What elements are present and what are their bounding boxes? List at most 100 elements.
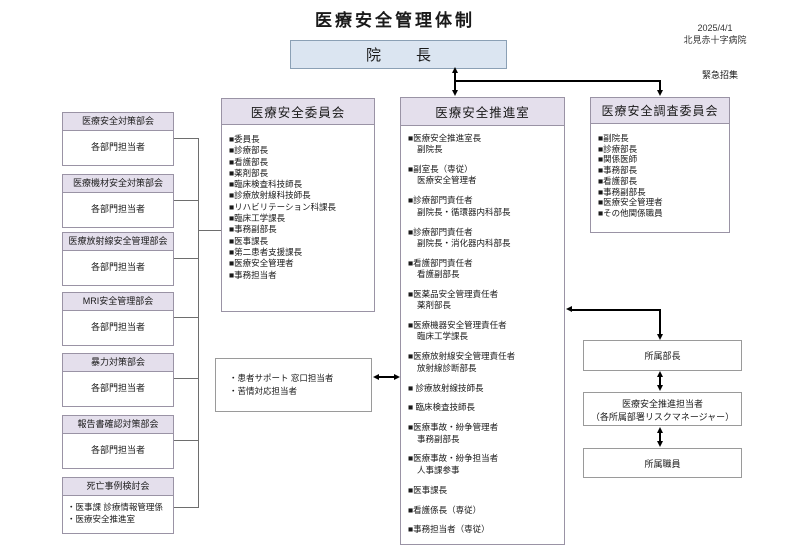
office-item: ■ 臨床検査技師長 bbox=[408, 402, 475, 413]
member-row: ■臨床検査科技師長 bbox=[229, 179, 303, 190]
arrowhead-down-dept-head bbox=[656, 334, 663, 340]
subcommittee-title: MRI安全管理部会 bbox=[62, 292, 174, 311]
member-line: ・医事課 診療情報管理係 bbox=[67, 502, 163, 512]
subcommittee-box-safety: 医療安全対策部会 各部門担当者 bbox=[62, 112, 174, 166]
arrowhead-down-investigation bbox=[656, 90, 663, 96]
member-row: ■診療部長 bbox=[229, 145, 269, 156]
subcommittee-member: 各部門担当者 bbox=[62, 131, 174, 166]
office-item: ■医療事故・紛争担当者 人事課参事 bbox=[408, 453, 499, 475]
connector-stub-1 bbox=[174, 138, 198, 139]
connector-stub-4 bbox=[174, 317, 198, 318]
subcommittee-member: 各部門担当者 bbox=[62, 193, 174, 228]
member-line: ・医療安全推進室 bbox=[67, 514, 136, 524]
arrowhead-down-2 bbox=[656, 441, 663, 447]
department-head-box: 所属部長 bbox=[583, 340, 742, 371]
subcommittee-member: 各部門担当者 bbox=[62, 434, 174, 469]
subcommittee-box-radiation: 医療放射線安全管理部会 各部門担当者 bbox=[62, 232, 174, 286]
arrowhead-left-promotion bbox=[566, 306, 572, 312]
member-row: ■その他関係職員 bbox=[598, 207, 663, 218]
connector-emergency-branch bbox=[455, 80, 661, 82]
investigation-committee-members: ■副院長 ■診療部長 ■関係医師 ■事務部長 ■看護部長 ■事務副部長 ■医療安… bbox=[591, 124, 729, 219]
hospital-label: 北見赤十字病院 bbox=[683, 35, 747, 45]
member-row: ■看護部長 bbox=[229, 156, 269, 167]
support-line: ・患者サポート 窓口担当者 bbox=[229, 373, 334, 383]
arrowhead-up-2 bbox=[656, 427, 663, 433]
investigation-committee-title: 医療安全調査委員会 bbox=[591, 98, 729, 124]
connector-head-coordinator bbox=[659, 376, 661, 386]
office-item: ■看護係長（専従） bbox=[408, 504, 482, 515]
member-row: ■看護部長 bbox=[598, 175, 638, 186]
member-row: ■臨床工学課長 bbox=[229, 213, 286, 224]
date-label: 2025/4/1 bbox=[697, 23, 733, 33]
connector-promotion-dept-h bbox=[571, 309, 661, 311]
member-row: ■診療放射線科技師長 bbox=[229, 190, 311, 201]
director-box: 院 長 bbox=[290, 40, 507, 69]
office-item: ■看護部門責任者 看護副部長 bbox=[408, 257, 473, 280]
subcommittee-members: ・医事課 診療情報管理係 ・医療安全推進室 bbox=[62, 496, 174, 534]
member-row: ■診療部長 bbox=[598, 143, 638, 154]
patient-support-box: ・患者サポート 窓口担当者 ・苦情対応担当者 bbox=[215, 358, 372, 412]
support-line: ・苦情対応担当者 bbox=[229, 386, 298, 396]
arrowhead-down-1 bbox=[656, 385, 663, 391]
arrowhead-left-support bbox=[373, 373, 379, 380]
office-item: ■診療部門責任者 副院長・消化器内科部長 bbox=[408, 226, 511, 248]
member-row: ■薬剤部長 bbox=[229, 167, 269, 178]
connector-bus-to-committee bbox=[198, 230, 221, 231]
office-item: ■医薬品安全管理責任者 薬剤部長 bbox=[408, 288, 499, 311]
promotion-office-box: 医療安全推進室 ■医療安全推進室長 副院長 ■副室長（専従） 医療安全管理者 ■… bbox=[400, 97, 565, 545]
connector-stub-7 bbox=[174, 507, 198, 508]
subcommittee-box-report: 報告書確認対策部会 各部門担当者 bbox=[62, 415, 174, 469]
subcommittee-title: 報告書確認対策部会 bbox=[62, 415, 174, 434]
office-item: ■診療部門責任者 副院長・循環器内科部長 bbox=[408, 195, 511, 217]
connector-stub-5 bbox=[174, 378, 198, 379]
safety-committee-members: ■委員長 ■診療部長 ■看護部長 ■薬剤部長 ■臨床検査科技師長 ■診療放射線科… bbox=[222, 125, 374, 281]
office-item: ■医療機器安全管理責任者 臨床工学課長 bbox=[408, 320, 507, 342]
safety-committee-title: 医療安全委員会 bbox=[222, 99, 374, 125]
subcommittee-member: 各部門担当者 bbox=[62, 372, 174, 407]
subcommittee-box-mri: MRI安全管理部会 各部門担当者 bbox=[62, 292, 174, 346]
subcommittee-member: 各部門担当者 bbox=[62, 251, 174, 286]
subcommittee-title: 医療安全対策部会 bbox=[62, 112, 174, 131]
safety-committee-box: 医療安全委員会 ■委員長 ■診療部長 ■看護部長 ■薬剤部長 ■臨床検査科技師長… bbox=[221, 98, 375, 312]
connector-coordinator-staff bbox=[659, 432, 661, 442]
connector-support-promotion bbox=[378, 376, 395, 378]
office-item: ■医療安全推進室長 副院長 bbox=[408, 133, 482, 155]
member-row: ■事務部長 bbox=[598, 165, 638, 176]
office-item: ■事務担当者（専従） bbox=[408, 524, 490, 535]
subcommittee-box-violence: 暴力対策部会 各部門担当者 bbox=[62, 353, 174, 407]
connector-branch-down bbox=[659, 80, 661, 91]
promotion-office-title: 医療安全推進室 bbox=[401, 98, 564, 126]
risk-manager-line1: 医療安全推進担当者 bbox=[621, 399, 703, 409]
department-staff-label: 所属職員 bbox=[644, 459, 681, 469]
subcommittee-box-equipment: 医療機材安全対策部会 各部門担当者 bbox=[62, 174, 174, 228]
investigation-committee-box: 医療安全調査委員会 ■副院長 ■診療部長 ■関係医師 ■事務部長 ■看護部長 ■… bbox=[590, 97, 730, 233]
subcommittee-title: 暴力対策部会 bbox=[62, 353, 174, 372]
office-item: ■副室長（専従） 医療安全管理者 bbox=[408, 164, 477, 186]
subcommittee-box-death-review: 死亡事例検討会 ・医事課 診療情報管理係 ・医療安全推進室 bbox=[62, 477, 174, 534]
arrowhead-down-promotion bbox=[451, 90, 458, 96]
subcommittee-title: 医療放射線安全管理部会 bbox=[62, 232, 174, 251]
member-row: ■副院長 bbox=[598, 133, 629, 143]
office-item: ■医療事故・紛争管理者 事務副部長 bbox=[408, 422, 499, 444]
office-item: ■医療放射線安全管理責任者 放射線診断部長 bbox=[408, 351, 516, 373]
office-item: ■ 診療放射線技師長 bbox=[408, 382, 484, 393]
meta-block: 2025/4/1 北見赤十字病院 bbox=[655, 22, 775, 46]
member-row: ■事務担当者 bbox=[229, 269, 277, 280]
member-row: ■事務副部長 bbox=[598, 186, 646, 197]
connector-stub-2 bbox=[174, 200, 198, 201]
subcommittee-member: 各部門担当者 bbox=[62, 311, 174, 346]
risk-manager-box: 医療安全推進担当者 （各所属部署リスクマネージャー） bbox=[583, 392, 742, 426]
member-row: ■リハビリテーション科課長 bbox=[229, 201, 336, 212]
risk-manager-line2: （各所属部署リスクマネージャー） bbox=[590, 412, 735, 422]
director-label: 院 長 bbox=[365, 47, 441, 64]
connector-promotion-dept-v bbox=[659, 309, 661, 335]
emergency-call-label: 緊急招集 bbox=[702, 70, 739, 80]
arrowhead-right-promotion bbox=[394, 373, 400, 380]
member-row: ■医療安全管理者 bbox=[598, 197, 663, 208]
connector-stub-3 bbox=[174, 258, 198, 259]
promotion-office-items: ■医療安全推進室長 副院長 ■副室長（専従） 医療安全管理者 ■診療部門責任者 … bbox=[401, 126, 564, 536]
connector-stub-6 bbox=[174, 440, 198, 441]
member-row: ■委員長 bbox=[229, 134, 260, 144]
subcommittee-title: 医療機材安全対策部会 bbox=[62, 174, 174, 193]
